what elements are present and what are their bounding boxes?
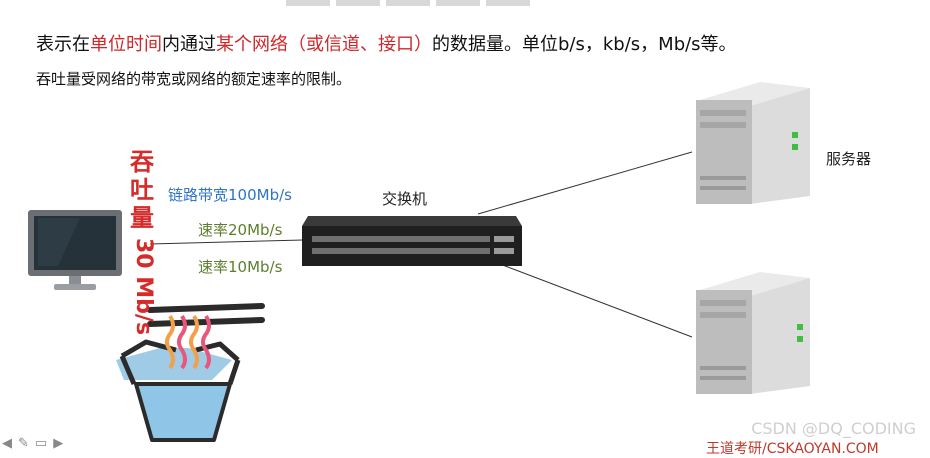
- link-pc-switch: [149, 239, 304, 245]
- throughput-value: 30 Mb/s: [131, 238, 156, 336]
- throughput-char-2: 吐: [130, 176, 154, 204]
- definition-highlight-1: 单位时间: [90, 34, 162, 55]
- tab-4: [436, 0, 480, 6]
- csdn-watermark: CSDN @DQ_CODING: [751, 419, 916, 438]
- tab-1: [286, 0, 330, 6]
- limit-line: 吞吐量受网络的带宽或网络的额定速率的限制。: [36, 70, 352, 88]
- pc-monitor-icon: [28, 210, 122, 290]
- noodle-box-icon: [116, 303, 265, 442]
- rate-20-label: 速率20Mb/s: [198, 221, 283, 239]
- brand-footer: 王道考研/CSKAOYAN.COM: [706, 441, 879, 457]
- presentation-toolbar: ◀ ✎ ▭ ▶: [0, 435, 64, 451]
- pen-icon[interactable]: ✎: [18, 435, 29, 451]
- definition-highlight-2: 某个网络（或信道、接口）: [216, 34, 432, 55]
- switch-icon: [302, 216, 522, 266]
- rate-10-label: 速率10Mb/s: [198, 258, 283, 276]
- link-switch-server-bottom: [499, 263, 693, 338]
- server-label: 服务器: [826, 150, 872, 168]
- switch-label: 交换机: [382, 190, 428, 208]
- server-icon-top: [696, 82, 810, 204]
- tab-5: [486, 0, 530, 6]
- throughput-vertical-label: 吞 吐 量: [124, 148, 160, 232]
- arrow-left-icon[interactable]: ◀: [2, 435, 12, 451]
- tab-2: [336, 0, 380, 6]
- tab-3: [386, 0, 430, 6]
- definition-text-1: 表示在: [36, 34, 90, 55]
- definition-text-2: 内通过: [162, 34, 216, 55]
- throughput-char-1: 吞: [130, 148, 154, 176]
- definition-line: 表示在单位时间内通过某个网络（或信道、接口）的数据量。单位b/s，kb/s，Mb…: [36, 30, 737, 56]
- definition-text-3: 的数据量。单位b/s，kb/s，Mb/s等。: [432, 34, 737, 55]
- link-bandwidth-label: 链路带宽100Mb/s: [168, 186, 292, 204]
- screen-icon[interactable]: ▭: [34, 435, 48, 451]
- server-icon-bottom: [696, 272, 810, 394]
- arrow-right-icon[interactable]: ▶: [53, 435, 64, 451]
- link-switch-server-top: [477, 151, 693, 215]
- throughput-char-3: 量: [130, 204, 154, 232]
- slide-top-tabs: [286, 0, 530, 6]
